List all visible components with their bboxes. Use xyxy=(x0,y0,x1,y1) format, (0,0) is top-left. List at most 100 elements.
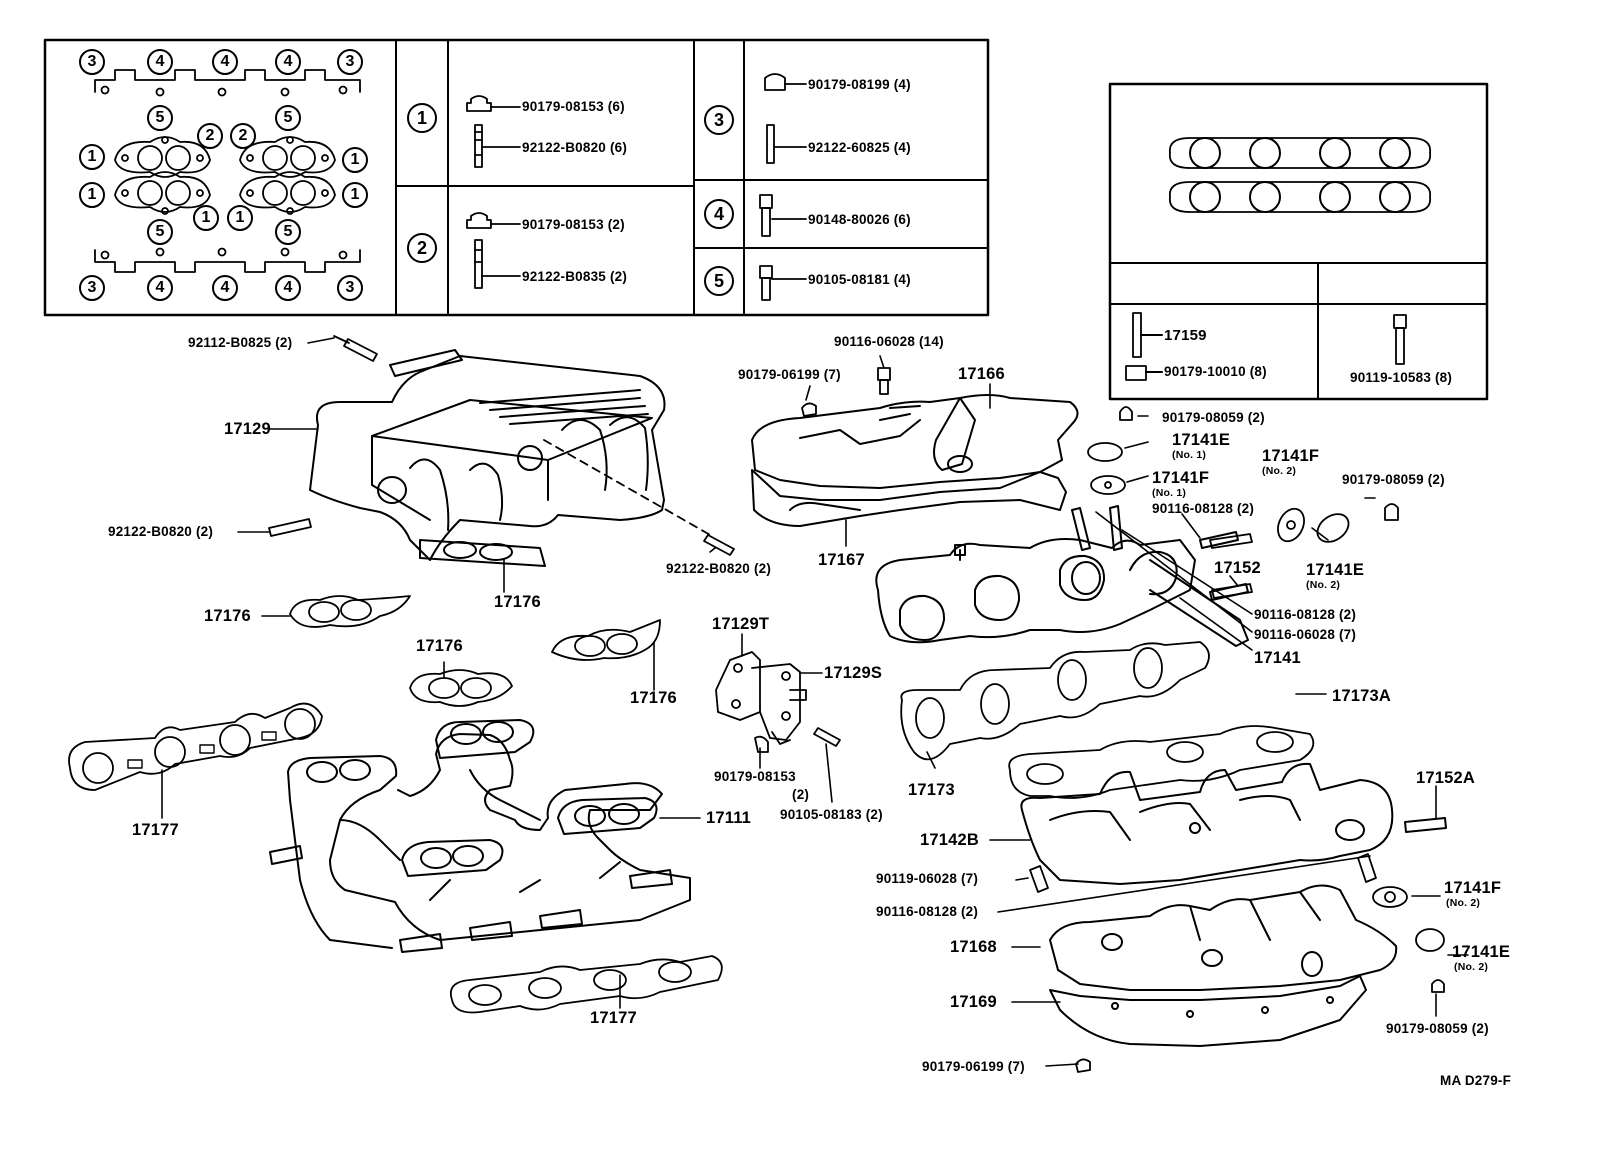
callout-17141: 17141 xyxy=(1254,649,1301,667)
marker-5: 5 xyxy=(147,219,173,245)
marker-5: 5 xyxy=(147,105,173,131)
gasket-17177-left xyxy=(68,702,323,791)
legend-part: 92122-B0820 (6) xyxy=(522,140,628,155)
callout-17141F-no2-sub: (No. 2) xyxy=(1262,465,1297,477)
callout-92112-B0825: 92112-B0825 (2) xyxy=(188,335,293,350)
callout-17152: 17152 xyxy=(1214,559,1261,577)
intake-manifold-17111-drawing xyxy=(269,719,691,953)
callout-90116-08128-b: 90116-08128 (2) xyxy=(1254,607,1357,622)
callout-90116-08128-a: 90116-08128 (2) xyxy=(1152,501,1255,516)
callout-90179-08059-b: 90179-08059 (2) xyxy=(1342,472,1445,487)
legend-part: 92122-B0835 (2) xyxy=(522,269,628,284)
legend-part: 90179-08153 (6) xyxy=(522,99,625,114)
marker-4: 4 xyxy=(147,49,173,75)
callout-17141E-no1: 17141E xyxy=(1172,431,1231,449)
callout-17141F-no2-lower-sub: (No. 2) xyxy=(1446,897,1481,909)
part-17159: 17159 xyxy=(1164,327,1207,344)
gasket-17177-bottom xyxy=(449,955,723,1014)
callout-90179-06199-bottom: 90179-06199 (7) xyxy=(922,1059,1025,1074)
legend-part: 90105-08181 (4) xyxy=(808,272,911,287)
bracket-17129T-drawing xyxy=(715,651,841,753)
callout-17129: 17129 xyxy=(224,420,271,438)
callout-17173: 17173 xyxy=(908,781,955,799)
small-gaskets xyxy=(801,367,1445,1073)
callout-17129S: 17129S xyxy=(824,664,883,682)
callout-17141E-no1-sub: (No. 1) xyxy=(1172,449,1207,461)
plenum-studs xyxy=(268,335,735,556)
callout-17176: 17176 xyxy=(416,637,463,655)
legend-row-marker-1: 1 xyxy=(407,103,437,133)
marker-1: 1 xyxy=(342,182,368,208)
heat-insulator-17169-drawing xyxy=(1049,975,1367,1047)
callout-17152A: 17152A xyxy=(1416,769,1475,787)
marker-4: 4 xyxy=(147,275,173,301)
callout-17169: 17169 xyxy=(950,993,997,1011)
marker-1: 1 xyxy=(342,147,368,173)
callout-90116-06028-7: 90116-06028 (7) xyxy=(1254,627,1357,642)
marker-4: 4 xyxy=(212,275,238,301)
heat-insulator-17166-drawing xyxy=(751,394,1079,489)
callout-17167: 17167 xyxy=(818,551,865,569)
marker-5: 5 xyxy=(275,105,301,131)
marker-1: 1 xyxy=(227,205,253,231)
callout-17141F-no1-sub: (No. 1) xyxy=(1152,487,1187,499)
callout-17177: 17177 xyxy=(132,821,179,839)
callout-90179-08059-a: 90179-08059 (2) xyxy=(1162,410,1265,425)
legend-part: 92122-60825 (4) xyxy=(808,140,911,155)
legend-row-marker-4: 4 xyxy=(704,199,734,229)
gasket-17173-drawing xyxy=(900,641,1315,799)
callout-17141E-no2: 17141E xyxy=(1306,561,1365,579)
callout-17129T: 17129T xyxy=(712,615,770,633)
legend-part: 90179-08153 (2) xyxy=(522,217,625,232)
legend-row-marker-3: 3 xyxy=(704,105,734,135)
heat-insulator-17167-drawing xyxy=(751,469,1067,527)
part-90119-10583: 90119-10583 (8) xyxy=(1350,370,1453,385)
leader-lines xyxy=(161,337,1469,1067)
marker-1: 1 xyxy=(193,205,219,231)
marker-4: 4 xyxy=(275,275,301,301)
legend-part: 90179-08199 (4) xyxy=(808,77,911,92)
legend-fastener-icons xyxy=(466,73,807,301)
callout-17141F-no1: 17141F xyxy=(1152,469,1210,487)
callout-92122-B0820-left: 92122-B0820 (2) xyxy=(108,524,214,539)
gasket-17176-drawings xyxy=(289,595,661,707)
gasket-detail-box xyxy=(1108,82,1489,401)
callout-90179-08153: 90179-08153 xyxy=(714,769,796,784)
callout-17141E-no2-sub: (No. 2) xyxy=(1306,579,1341,591)
marker-5: 5 xyxy=(275,219,301,245)
legend-box xyxy=(43,38,990,317)
marker-3: 3 xyxy=(337,275,363,301)
callout-90105-08183: 90105-08183 (2) xyxy=(780,807,883,822)
callout-92122-B0820-right: 92122-B0820 (2) xyxy=(666,561,772,576)
legend-row-marker-5: 5 xyxy=(704,266,734,296)
figure-code: MA D279-F xyxy=(1440,1073,1512,1088)
marker-1: 1 xyxy=(79,144,105,170)
marker-4: 4 xyxy=(212,49,238,75)
intake-plenum-drawing xyxy=(309,349,666,567)
callout-17173A: 17173A xyxy=(1332,687,1391,705)
callout-17141E-no2-lower-sub: (No. 2) xyxy=(1454,961,1489,973)
marker-4: 4 xyxy=(275,49,301,75)
callout-90116-06028-14: 90116-06028 (14) xyxy=(834,334,944,349)
callout-17176: 17176 xyxy=(630,689,677,707)
callout-17166: 17166 xyxy=(958,365,1005,383)
marker-1: 1 xyxy=(79,182,105,208)
exhaust-manifold-17142B-drawing xyxy=(1020,762,1447,885)
callout-17141F-no2: 17141F xyxy=(1262,447,1320,465)
legend-part: 90148-80026 (6) xyxy=(808,212,911,227)
heat-insulator-17168-drawing xyxy=(1049,884,1398,991)
callout-17176: 17176 xyxy=(204,607,251,625)
callout-17176: 17176 xyxy=(494,593,541,611)
part-90179-10010: 90179-10010 (8) xyxy=(1164,364,1267,379)
callout-17141E-no2-lower: 17141E xyxy=(1452,943,1511,961)
callout-17142B: 17142B xyxy=(920,831,979,849)
callout-17177: 17177 xyxy=(590,1009,637,1027)
callout-90179-08153-qty: (2) xyxy=(792,787,810,802)
marker-3: 3 xyxy=(79,275,105,301)
marker-2: 2 xyxy=(197,123,223,149)
callout-17111: 17111 xyxy=(706,809,752,827)
marker-3: 3 xyxy=(79,49,105,75)
legend-row-marker-2: 2 xyxy=(407,233,437,263)
